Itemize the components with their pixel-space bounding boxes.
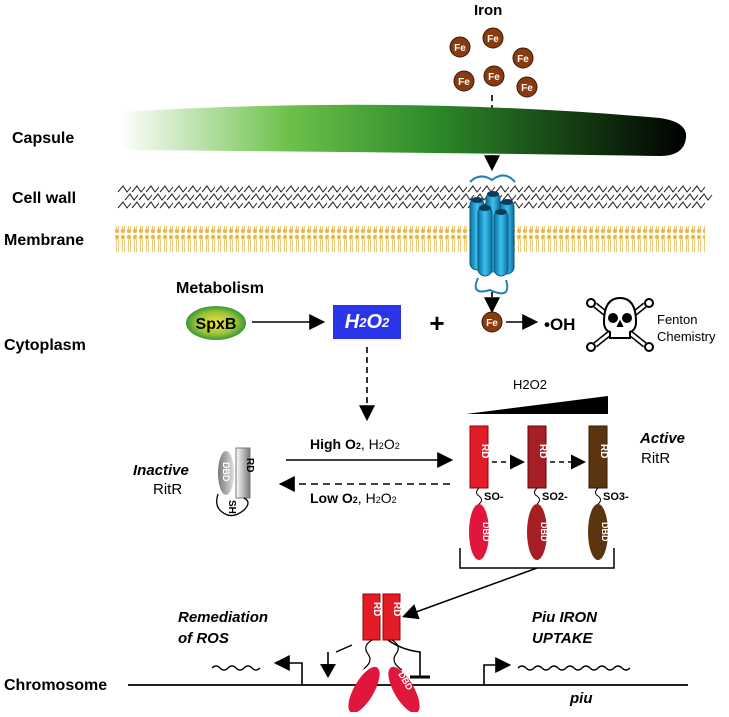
ros-transcript <box>211 665 261 671</box>
spxb-enzyme <box>186 306 246 340</box>
so1-label: SO- <box>484 491 504 503</box>
fe-ball: Fe <box>449 36 471 58</box>
h2o2-gradient-wedge <box>466 396 608 414</box>
skull-crossbones-icon <box>586 296 654 352</box>
svg-text:DBD: DBD <box>539 522 549 542</box>
svg-text:Fe: Fe <box>487 34 499 45</box>
inactive-label: Inactive <box>133 462 189 479</box>
metabolism-label: Metabolism <box>176 280 265 297</box>
gradient-label: H2O2 <box>513 377 547 392</box>
so3-label: SO3- <box>603 491 629 503</box>
low-o2-label: Low O2, H2O2 <box>310 490 397 506</box>
chromosome-label: Chromosome <box>4 677 108 694</box>
remediation-line1: Remediation <box>178 609 269 626</box>
iron-transporter <box>469 174 516 295</box>
fe-ball: Fe <box>483 65 505 87</box>
fenton-line2: Chemistry <box>657 329 716 344</box>
svg-text:RD: RD <box>371 602 382 616</box>
svg-text:Fe: Fe <box>488 72 500 83</box>
piu-promoter-arrow <box>483 657 512 685</box>
svg-text:DBD: DBD <box>221 462 231 482</box>
svg-text:RD: RD <box>537 444 548 458</box>
cell-wall-label: Cell wall <box>12 190 77 207</box>
capsule-band <box>120 104 687 156</box>
binding-arrow <box>401 567 538 620</box>
inactive-ritr-label: RitR <box>153 481 183 498</box>
spxb-label: SpxB <box>196 316 237 333</box>
piu-line2: UPTAKE <box>532 630 593 647</box>
iron-label: Iron <box>474 2 503 19</box>
membrane-label: Membrane <box>4 232 85 249</box>
svg-text:RD: RD <box>244 458 255 472</box>
capsule-label: Capsule <box>12 130 75 147</box>
active-ritr-label: RitR <box>641 450 671 467</box>
cell-wall-texture <box>117 185 713 209</box>
ros-promoter-arrow <box>273 655 303 685</box>
active-ritr-so: RD DBD <box>469 425 491 560</box>
iron-cluster: Fe Fe Fe Fe Fe Fe <box>449 27 538 98</box>
cell-wall <box>117 185 713 209</box>
fe-ball: Fe <box>512 47 534 69</box>
svg-text:RD: RD <box>391 602 402 616</box>
fe-ball: Fe <box>516 76 538 98</box>
ritr-dimer-bound: RD RD DBD DBD <box>348 593 420 714</box>
active-label: Active <box>640 430 686 447</box>
piu-line1: Piu IRON <box>532 609 598 626</box>
remediation-line2: of ROS <box>178 630 229 647</box>
svg-text:RD: RD <box>479 444 490 458</box>
svg-text:RD: RD <box>598 444 609 458</box>
high-o2-label: High O2, H2O2 <box>310 436 400 452</box>
repression-triangle <box>320 664 336 678</box>
piu-gene-label: piu <box>570 690 593 707</box>
cytoplasm-label: Cytoplasm <box>4 337 86 354</box>
fe-ball: Fe <box>453 70 475 92</box>
fe-cytoplasm: Fe <box>481 311 503 333</box>
so2-label: SO2- <box>542 491 568 503</box>
fenton-line1: Fenton <box>657 312 698 327</box>
svg-text:Fe: Fe <box>517 54 529 65</box>
svg-text:DBD: DBD <box>481 522 491 542</box>
membrane-bilayer <box>115 226 705 252</box>
svg-text:Fe: Fe <box>521 83 533 94</box>
svg-text:DBD: DBD <box>600 522 610 542</box>
svg-text:Fe: Fe <box>454 43 466 54</box>
piu-transcript <box>517 665 631 671</box>
inactive-ritr: RD DBD SH <box>216 447 255 517</box>
svg-text:Fe: Fe <box>458 77 470 88</box>
fe-ball: Fe <box>482 27 504 49</box>
plus-sign: + <box>429 308 444 338</box>
svg-text:SH: SH <box>226 500 237 514</box>
hydroxyl-radical-label: •OH <box>544 315 575 334</box>
svg-text:Fe: Fe <box>486 318 498 329</box>
active-ritr-so2: RD DBD <box>527 425 549 560</box>
active-ritr-so3: RD DBD <box>588 425 610 560</box>
